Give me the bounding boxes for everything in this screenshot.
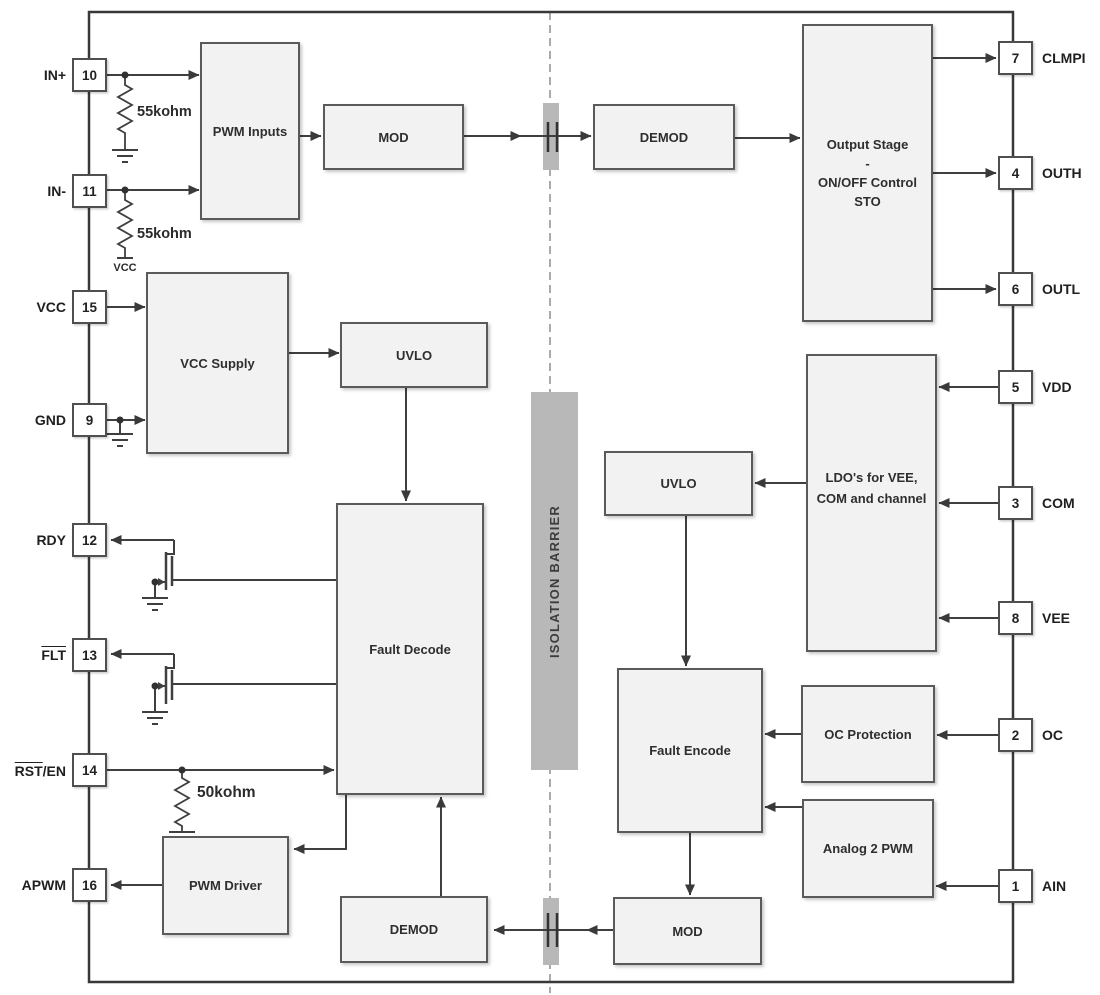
block-pwm-driver: PWM Driver (162, 836, 289, 935)
pin-box-2: 2 (998, 718, 1033, 752)
pin-label-outl: OUTL (1042, 281, 1081, 297)
block-label: ON/OFF Control (818, 175, 917, 190)
pin-box-15: 15 (72, 290, 107, 324)
pin-label-vdd: VDD (1042, 379, 1072, 395)
pin-label-vcc: VCC (36, 299, 66, 315)
pin-label-clmpi: CLMPI (1042, 50, 1086, 66)
block-fault-decode: Fault Decode (336, 503, 484, 795)
pin-box-14: 14 (72, 753, 107, 787)
block-label: Fault Encode (649, 743, 731, 758)
pin-box-7: 7 (998, 41, 1033, 75)
pin-box-16: 16 (72, 868, 107, 902)
pin-label-oc: OC (1042, 727, 1063, 743)
block-label: - (865, 156, 870, 171)
block-output-stage: Output Stage - ON/OFF Control STO (802, 24, 933, 322)
capacitor-icon (546, 122, 559, 152)
pin-box-8: 8 (998, 601, 1033, 635)
block-uvlo-left: UVLO (340, 322, 488, 388)
block-label: STO (854, 194, 881, 209)
pin-label-flt: FLT (41, 647, 66, 663)
block-label: UVLO (395, 347, 433, 363)
block-label: PWM Inputs (212, 123, 288, 139)
block-oc-protection: OC Protection (801, 685, 935, 783)
block-label: Output Stage (826, 137, 909, 152)
capacitor-icon (546, 913, 559, 947)
block-label: OC Protection (824, 726, 912, 742)
resistor-icon (173, 770, 191, 832)
block-demod-top: DEMOD (593, 104, 735, 170)
block-label: LDO's for VEE, (825, 470, 918, 485)
pin-label-rdy: RDY (36, 532, 66, 548)
block-label: DEMOD (389, 922, 439, 937)
block-pwm-inputs: PWM Inputs (200, 42, 300, 220)
block-label: COM and channel (816, 491, 927, 506)
pin-label-gnd: GND (34, 412, 66, 428)
block-uvlo-right: UVLO (604, 451, 753, 516)
ground-icon (142, 597, 168, 611)
pin-box-11: 11 (72, 174, 107, 208)
pin-box-3: 3 (998, 486, 1033, 520)
pin-box-9: 9 (72, 403, 107, 437)
pin-box-12: 12 (72, 523, 107, 557)
resistor-icon (116, 190, 134, 259)
block-label: UVLO (660, 476, 697, 491)
block-ldo: LDO's for VEE, COM and channel (806, 354, 937, 652)
block-fault-encode: Fault Encode (617, 668, 763, 833)
pin-label-apwm: APWM (21, 877, 66, 893)
ground-icon (112, 149, 138, 163)
pin-box-1: 1 (998, 869, 1033, 903)
pin-label-in-minus: IN- (47, 183, 66, 199)
resistor-label-in-plus: 55kohm (137, 104, 192, 120)
mosfet-icon (110, 649, 336, 712)
isolation-barrier: ISOLATION BARRIER (531, 392, 578, 770)
isolation-barrier-label: ISOLATION BARRIER (547, 504, 562, 658)
block-label: MOD (672, 923, 703, 939)
block-label: VCC Supply (180, 355, 255, 371)
pin-label-rst-en: RST/EN (14, 763, 66, 779)
pin-label-ain: AIN (1042, 878, 1067, 894)
block-analog-2-pwm: Analog 2 PWM (802, 799, 934, 898)
pin-box-10: 10 (72, 58, 107, 92)
ground-icon (142, 711, 168, 725)
block-mod-bottom: MOD (613, 897, 762, 965)
block-label: Analog 2 PWM (822, 841, 914, 856)
pin-box-6: 6 (998, 272, 1033, 306)
pin-box-4: 4 (998, 156, 1033, 190)
pin-box-5: 5 (998, 370, 1033, 404)
block-label: MOD (378, 129, 409, 145)
resistor-label-in-minus: 55kohm (137, 226, 192, 242)
block-vcc-supply: VCC Supply (146, 272, 289, 454)
block-label: Fault Decode (369, 641, 451, 657)
vcc-net-label: VCC (113, 262, 137, 274)
ground-icon (107, 420, 133, 447)
block-mod-top: MOD (323, 104, 464, 170)
pin-label-vee: VEE (1042, 610, 1071, 626)
block-demod-bottom: DEMOD (340, 896, 488, 963)
mosfet-icon (110, 535, 336, 598)
pin-label-outh: OUTH (1042, 165, 1082, 181)
pin-label-in-plus: IN+ (43, 67, 66, 83)
junction-dots (116, 71, 186, 774)
pin-box-13: 13 (72, 638, 107, 672)
resistor-label-rst: 50kohm (197, 784, 256, 801)
block-label: DEMOD (639, 129, 689, 145)
block-label: PWM Driver (189, 878, 262, 893)
pin-label-com: COM (1042, 495, 1075, 511)
resistor-icon (116, 75, 134, 150)
